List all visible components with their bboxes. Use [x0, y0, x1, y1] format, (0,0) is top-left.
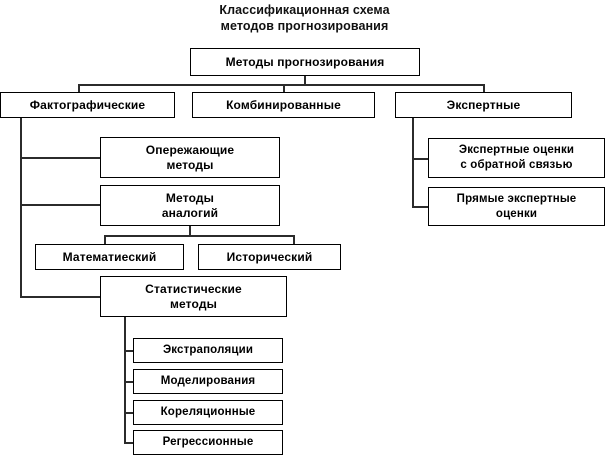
connector-to-expert-direct — [412, 206, 429, 208]
node-historical[interactable]: Исторический — [198, 244, 341, 270]
node-expert-with-feedback[interactable]: Экспертные оценки с обратной связью — [428, 138, 605, 178]
connector-drop-combined — [283, 84, 285, 93]
node-statistical-methods[interactable]: Статистические методы — [100, 276, 287, 317]
connector-drop-historical — [293, 235, 295, 244]
node-correlation[interactable]: Кореляционные — [133, 400, 283, 425]
node-expert[interactable]: Экспертные — [395, 92, 572, 118]
connector-root-drop — [304, 75, 306, 85]
connector-analogy-bus — [104, 235, 294, 237]
connector-to-analogy-methods — [20, 204, 101, 206]
connector-analogy-drop — [189, 225, 191, 236]
connector-to-expert-feedback — [412, 158, 429, 160]
node-modeling[interactable]: Моделирования — [133, 369, 283, 394]
node-combined[interactable]: Комбинированные — [192, 92, 375, 118]
node-regression[interactable]: Регрессионные — [133, 430, 283, 455]
node-factographic[interactable]: Фактографические — [0, 92, 175, 118]
connector-drop-factographic — [78, 84, 80, 93]
node-analogy-methods[interactable]: Методы аналогий — [100, 185, 280, 226]
connector-to-modeling — [124, 381, 134, 383]
connector-to-extrapolation — [124, 350, 134, 352]
connector-drop-mathematical — [104, 235, 106, 244]
node-direct-expert-estimates[interactable]: Прямые экспертные оценки — [428, 187, 605, 226]
connector-to-correlation — [124, 412, 134, 414]
connector-to-statistical-methods — [20, 296, 101, 298]
connector-level2-bus — [78, 84, 484, 86]
connector-factographic-trunk — [20, 117, 22, 297]
node-leading-methods[interactable]: Опережающие методы — [100, 137, 280, 178]
connector-to-regression — [124, 442, 134, 444]
diagram-title: Классификационная схема методов прогнози… — [219, 3, 390, 33]
connector-expert-trunk — [412, 117, 414, 207]
node-extrapolation[interactable]: Экстраполяции — [133, 338, 283, 363]
connector-drop-expert — [483, 84, 485, 93]
connector-to-leading-methods — [20, 157, 101, 159]
connector-statistical-trunk — [124, 317, 126, 443]
node-mathematical[interactable]: Математиеский — [35, 244, 184, 270]
node-forecasting-methods[interactable]: Методы прогнозирования — [190, 48, 420, 76]
